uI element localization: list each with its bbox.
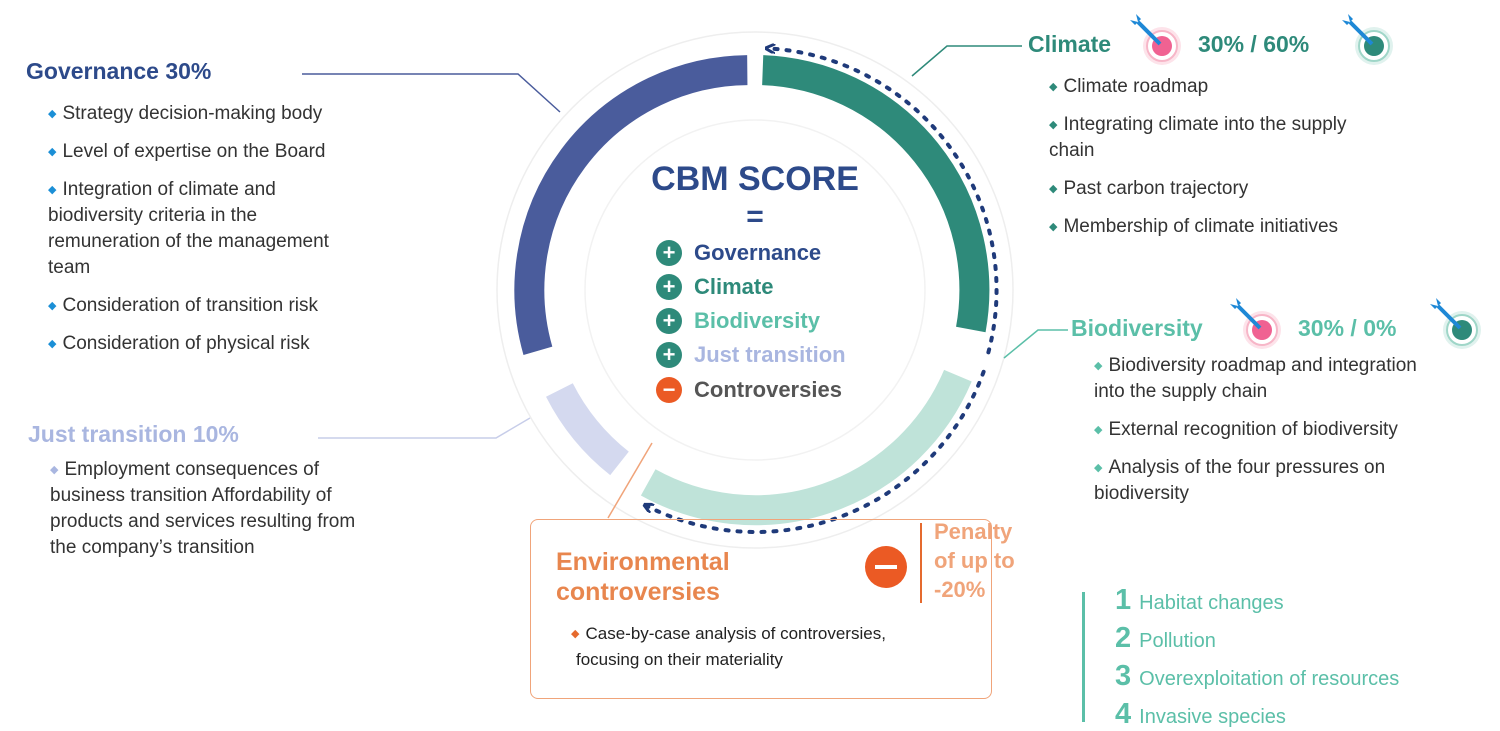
plus-icon: + [656, 308, 682, 334]
center-item-just-transition: + Just transition [656, 342, 846, 368]
just-transition-ring-segment [546, 382, 630, 476]
list-item: ◆Level of expertise on the Board [48, 139, 418, 165]
diamond-bullet-icon: ◆ [48, 338, 57, 350]
diamond-bullet-icon: ◆ [571, 628, 580, 640]
controversies-heading: Environmental controversies [556, 548, 730, 606]
list-item: ◆Biodiversity roadmap and integration in… [1094, 355, 1417, 402]
plus-icon: + [656, 240, 682, 266]
list-item: ◆Consideration of physical risk [48, 331, 418, 357]
diamond-bullet-icon: ◆ [50, 464, 59, 476]
governance-bullet-list: ◆Strategy decision-making body ◆Level of… [48, 101, 418, 369]
plus-icon: + [656, 342, 682, 368]
list-item: ◆Consideration of transition risk [48, 293, 418, 319]
list-item: ◆External recognition of biodiversity [1094, 417, 1434, 443]
climate-bullet-list: ◆Climate roadmap ◆Integrating climate in… [1049, 74, 1379, 252]
just-transition-heading: Just transition 10% [28, 421, 239, 447]
just-transition-connector [318, 417, 531, 439]
center-item-label: Governance [694, 240, 822, 265]
center-item-climate: + Climate [656, 274, 773, 300]
plus-icon: + [656, 274, 682, 300]
climate-percentage: 30% / 60% [1198, 31, 1310, 57]
controversies-bullet: ◆Case-by-case analysis of controversies,… [571, 624, 886, 669]
diamond-bullet-icon: ◆ [48, 146, 57, 158]
penalty-text: Penalty of up to -20% [934, 519, 1015, 602]
climate-connector [911, 45, 1022, 77]
list-item: ◆Past carbon trajectory [1049, 176, 1379, 202]
list-item: ◆Membership of climate initiatives [1049, 214, 1379, 240]
diamond-bullet-icon: ◆ [48, 108, 57, 120]
climate-heading: Climate [1028, 31, 1112, 57]
biodiversity-connector [1003, 329, 1068, 359]
pressures-divider [1082, 592, 1085, 722]
list-item: ◆Analysis of the four pressures on biodi… [1094, 457, 1386, 504]
center-item-label: Just transition [694, 342, 846, 367]
diamond-bullet-icon: ◆ [48, 300, 57, 312]
penalty-divider [920, 523, 922, 603]
target-icon [1342, 14, 1393, 65]
climate-ring-segment [762, 55, 990, 333]
center-item-label: Climate [694, 274, 774, 299]
minus-icon [865, 546, 907, 588]
biodiversity-percentage: 30% / 0% [1298, 315, 1397, 341]
just-transition-bullet-list: ◆Employment consequences of business tra… [50, 457, 380, 573]
governance-heading: Governance 30% [26, 58, 212, 84]
target-icon [1130, 14, 1181, 65]
list-item: ◆Climate roadmap [1049, 74, 1379, 100]
diamond-bullet-icon: ◆ [1094, 360, 1103, 372]
diamond-bullet-icon: ◆ [1049, 183, 1058, 195]
list-item: ◆Integration of climate and biodiversity… [48, 179, 329, 278]
diamond-bullet-icon: ◆ [1049, 119, 1058, 131]
target-icon [1230, 298, 1281, 349]
diamond-bullet-icon: ◆ [1049, 221, 1058, 233]
diamond-bullet-icon: ◆ [1049, 81, 1058, 93]
diamond-bullet-icon: ◆ [48, 184, 57, 196]
center-item-label: Biodiversity [694, 308, 820, 333]
diamond-bullet-icon: ◆ [1094, 424, 1103, 436]
minus-icon: − [656, 377, 682, 403]
biodiversity-bullet-list: ◆Biodiversity roadmap and integration in… [1094, 353, 1434, 519]
diamond-bullet-icon: ◆ [1094, 462, 1103, 474]
controversies-box [530, 519, 992, 699]
center-item-governance: + Governance [656, 240, 821, 266]
center-item-controversies: − Controversies [656, 377, 842, 403]
outer-guide-circle [496, 31, 1014, 549]
center-title: CBM SCORE [651, 160, 859, 198]
controversies-connector [607, 442, 653, 519]
list-item: ◆Employment consequences of business tra… [50, 459, 356, 558]
governance-connector [302, 73, 561, 113]
center-equals: = [746, 200, 764, 233]
biodiversity-heading: Biodiversity [1071, 315, 1203, 341]
dotted-arrow-bottom [648, 369, 986, 534]
dotted-arrow-top [770, 49, 999, 355]
inner-guide-circle [584, 119, 926, 461]
target-icon [1430, 298, 1481, 349]
center-item-biodiversity: + Biodiversity [656, 308, 820, 334]
list-item: ◆Strategy decision-making body [48, 101, 418, 127]
governance-ring-segment [514, 55, 748, 355]
biodiversity-ring-segment [640, 369, 972, 526]
list-item: ◆Integrating climate into the supply cha… [1049, 114, 1347, 161]
center-item-label: Controversies [694, 377, 842, 402]
